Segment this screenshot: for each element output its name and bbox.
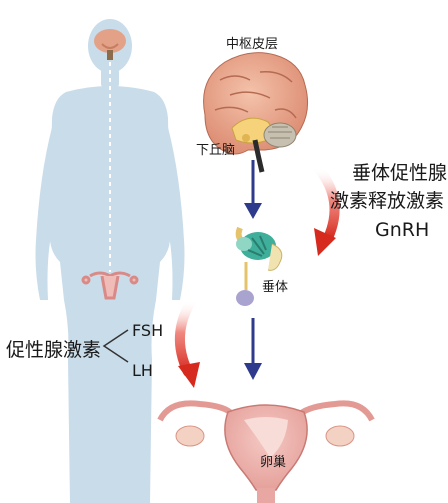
red-arrow-gonadotropin <box>174 295 200 388</box>
hormone-bracket <box>102 329 129 363</box>
label-gnrh-abbr: GnRH <box>375 219 430 241</box>
label-gnrh-line2: 激素释放激素 <box>330 190 445 212</box>
small-uterus-icon <box>81 271 139 300</box>
blue-arrow-hypothalamus-to-pituitary <box>244 160 262 219</box>
label-hypothalamus: 下丘脑 <box>196 143 236 158</box>
pituitary-illustration <box>235 226 283 306</box>
female-silhouette <box>35 19 185 503</box>
brain-illustration <box>203 52 309 173</box>
label-gnrh-line1: 垂体促性腺 <box>352 162 448 184</box>
uterus-ovary-illustration <box>157 400 375 503</box>
label-pituitary: 垂体 <box>262 280 289 295</box>
blue-arrow-pituitary-to-ovary <box>244 318 262 380</box>
label-ovary: 卵巢 <box>260 455 287 470</box>
label-fsh: FSH <box>132 321 164 340</box>
label-gonadotropin: 促性腺激素 <box>6 339 102 361</box>
red-arrow-gnrh <box>313 163 340 256</box>
label-cortex: 中枢皮层 <box>226 37 279 52</box>
small-brain-icon <box>94 29 126 60</box>
label-lh: LH <box>132 361 153 380</box>
